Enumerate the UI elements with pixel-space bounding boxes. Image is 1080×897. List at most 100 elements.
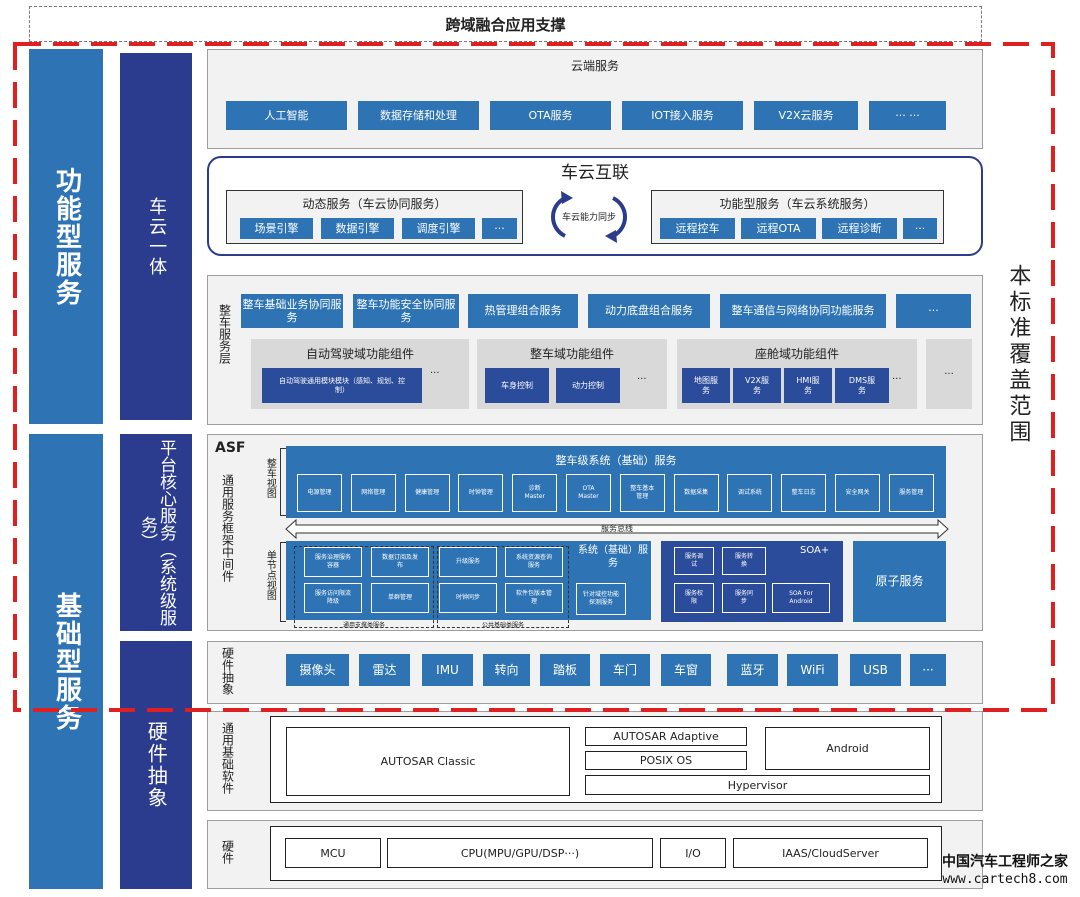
hw-abs-item: ··· (910, 654, 946, 686)
hw-abstraction-label: 硬件抽象 (144, 721, 169, 809)
soa-plus-box (661, 541, 843, 622)
cockpit-domain-title: 座舱域功能组件 (754, 347, 839, 361)
ad-domain-more: ··· (430, 368, 440, 379)
vehicle-view-text: 整车视图 (264, 458, 276, 498)
node-service-item: 系统资源查询服务 (505, 547, 563, 577)
vehicle-basic-service: 整车基础业务协同服务 (241, 294, 343, 328)
node-service-item: 单群管理 (371, 583, 429, 613)
vehicle-layer-more: ··· (896, 294, 971, 328)
node-view-text: 单节点视图 (264, 550, 276, 600)
ad-domain-title: 自动驾驶域功能组件 (305, 347, 414, 361)
sync-cycle-icon (551, 191, 627, 243)
vehicle-system-item: 电源管理 (297, 474, 342, 512)
atomic-service: 原子服务 (853, 541, 946, 622)
hw-abstraction-panel-label: 硬件抽象 (216, 647, 238, 695)
schedule-engine: 调度引擎 (402, 218, 475, 239)
asf-label: ASF (215, 440, 246, 456)
sync-label: 车云能力同步 (561, 213, 616, 223)
posix-os: POSIX OS (585, 751, 747, 770)
base-software-label: 通用基础软件 (216, 722, 238, 794)
vehicle-system-item: OTA Master (566, 474, 611, 512)
dashed-general-support (294, 546, 434, 628)
dynamic-service-title: 动态服务（车云协同服务） (302, 197, 447, 211)
hw-abs-item: 车窗 (661, 654, 711, 686)
soa-permission: 服务权限 (674, 583, 714, 613)
functional-service-column: 功能型服务 (29, 49, 103, 424)
hw-abs-item: 车门 (600, 654, 650, 686)
hw-abstraction-panel-text: 硬件抽象 (220, 647, 235, 695)
vehicle-system-service-box (286, 446, 946, 518)
node-system-service-title: 系统（基础）服务 (578, 545, 648, 569)
hw-mcu: MCU (285, 838, 381, 868)
data-engine: 数据引擎 (321, 218, 394, 239)
remote-ota: 远程OTA (741, 218, 816, 239)
android: Android (765, 727, 930, 770)
ad-general-module: 自动驾驶通用模块模块（感知、规划、控制） (262, 368, 422, 403)
coverage-label-box: 本标准覆盖范围 (995, 250, 1039, 460)
dynamic-more: ··· (482, 218, 517, 239)
functional-cloud-more: ··· (903, 218, 937, 239)
scene-engine: 场景引擎 (240, 218, 313, 239)
hypervisor: Hypervisor (585, 775, 930, 795)
node-system-service-box (286, 541, 651, 620)
node-service-item: 升级服务 (439, 547, 497, 577)
vehicle-system-item: 整车基本管理 (619, 474, 665, 512)
vehicle-system-item: 安全网关 (835, 474, 880, 512)
dashed-public-basic (437, 546, 569, 628)
vehicle-system-service-title: 整车级系统（基础）服务 (555, 454, 677, 467)
comm-network-service: 整车通信与网络协同功能服务 (720, 294, 886, 328)
cloud-item-ai: 人工智能 (226, 101, 347, 130)
cloud-item-ota: OTA服务 (490, 101, 611, 130)
top-banner-label: 跨域融合应用支撑 (445, 15, 566, 34)
vehicle-safety-service: 整车功能安全协同服务 (353, 294, 459, 328)
vehicle-view-label: 整车视图 (260, 458, 278, 498)
functional-cloud-title: 功能型服务（车云系统服务） (719, 197, 876, 211)
node-service-item: 服务访问限流降级 (304, 583, 362, 613)
remote-diagnosis: 远程诊断 (822, 218, 897, 239)
node-view-bracket (280, 542, 286, 622)
special-detect-service: 针对域控功能探测服务 (576, 583, 626, 615)
soa-debug: 服务调试 (674, 547, 714, 575)
body-control: 车身控制 (485, 368, 549, 403)
basic-service-column: 基础型服务 (29, 434, 103, 889)
soa-sync: 服务同步 (722, 583, 766, 613)
dashed-public-basic-label: 公共基础类服务 (481, 622, 524, 629)
soa-android: SOA For Android (772, 583, 830, 613)
node-view-label: 单节点视图 (260, 550, 278, 600)
hw-iaas: IAAS/CloudServer (733, 838, 928, 868)
soa-convert: 服务转换 (722, 547, 766, 575)
cloud-title: 云端服务 (570, 59, 619, 73)
hw-abs-item: 摄像头 (286, 654, 349, 686)
domain-more-box: ··· (926, 339, 972, 409)
node-service-item: 时钟同步 (439, 583, 497, 613)
hw-cpu: CPU(MPU/GPU/DSP···) (387, 838, 653, 868)
vehicle-system-item: 服务管理 (888, 474, 934, 512)
power-control: 动力控制 (556, 368, 620, 403)
watermark-line1: 中国汽车工程师之家 (942, 854, 1068, 870)
cloud-service-panel (207, 49, 983, 149)
car-cloud-label: 车云一体 (146, 196, 168, 277)
hardware-text: 硬件 (220, 840, 235, 864)
hw-abs-item: IMU (422, 654, 473, 686)
asf-side-label: 通用服务框架中间件 (216, 474, 238, 582)
vehicle-service-layer-text: 整车服务层 (217, 304, 232, 364)
chassis-service: 动力底盘组合服务 (588, 294, 710, 328)
vd-domain-more: ··· (637, 374, 647, 385)
cloud-item-more: ··· ··· (869, 101, 946, 130)
platform-core-label: 平台核心服务（系统级服务） (137, 439, 177, 626)
car-cloud-column: 车云一体 (120, 53, 192, 420)
hw-abs-item: 雷达 (359, 654, 410, 686)
domain-more-label: ··· (944, 368, 954, 380)
platform-core-column: 平台核心服务（系统级服务） (120, 434, 192, 631)
vehicle-system-item: 诊断Master (512, 474, 558, 512)
asf-side-text: 通用服务框架中间件 (220, 474, 235, 582)
hw-abs-item: 转向 (483, 654, 530, 686)
hw-io: I/O (660, 838, 726, 868)
cockpit-domain-more: ··· (892, 374, 902, 385)
coverage-label: 本标准覆盖范围 (1005, 264, 1031, 446)
v2x-service: V2X服务 (733, 368, 781, 403)
hw-abs-item: 踏板 (540, 654, 590, 686)
service-bus-arrow (285, 519, 949, 539)
cloud-item-storage: 数据存储和处理 (358, 101, 479, 130)
hw-abs-item: WiFi (787, 654, 838, 686)
